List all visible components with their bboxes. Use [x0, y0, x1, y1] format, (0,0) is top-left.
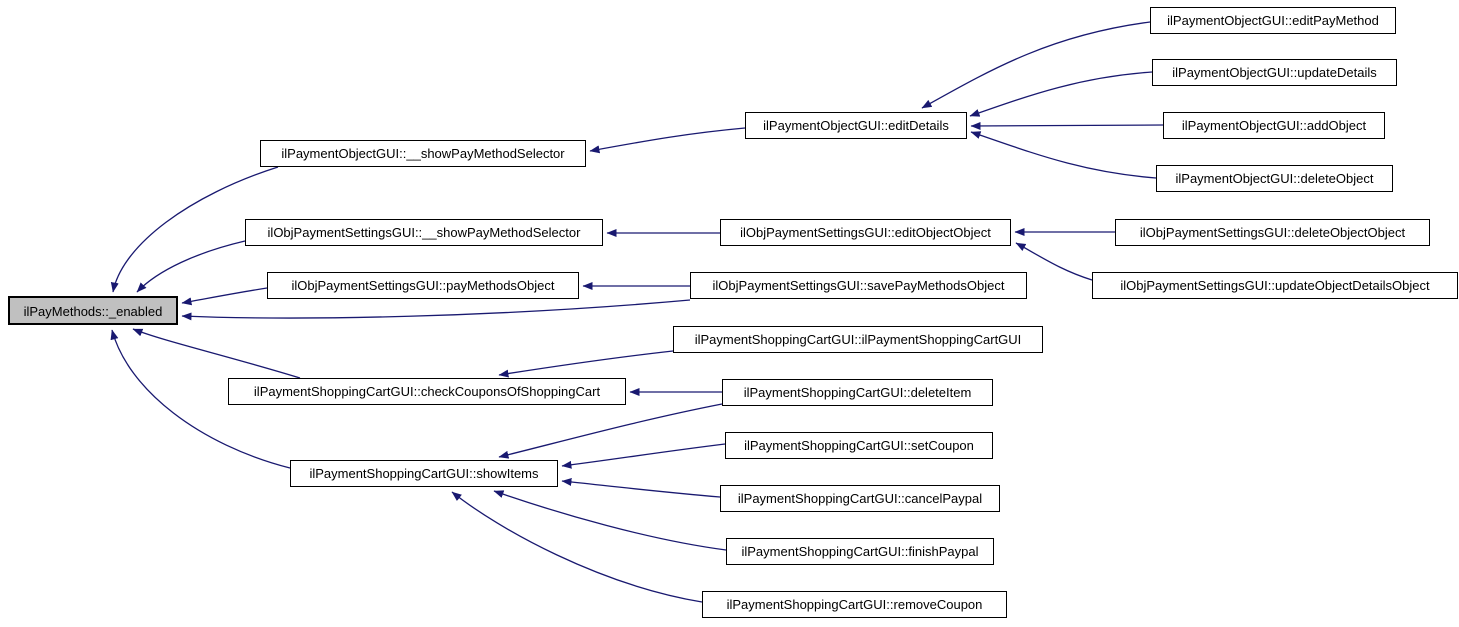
node-cancelpaypal[interactable]: ilPaymentShoppingCartGUI::cancelPaypal — [720, 485, 1000, 512]
edge-addobject-to-editdetails — [970, 121, 1164, 130]
edge-showitems-to-enabled — [110, 329, 291, 469]
edge-cancelpaypal-to-showitems — [561, 478, 721, 498]
node-po_showpms[interactable]: ilPaymentObjectGUI::__showPayMethodSelec… — [260, 140, 586, 167]
edge-ops_showpms-to-enabled — [136, 240, 246, 293]
edge-checkcoupons-to-enabled — [132, 328, 301, 379]
edge-cartctor-to-checkcoupons — [498, 350, 674, 378]
edge-removecoupon-to-showitems — [451, 491, 703, 603]
node-showitems[interactable]: ilPaymentShoppingCartGUI::showItems — [290, 460, 558, 487]
edge-deleteobject-to-editdetails — [970, 131, 1157, 179]
node-removecoupon[interactable]: ilPaymentShoppingCartGUI::removeCoupon — [702, 591, 1007, 618]
edge-setcoupon-to-showitems — [561, 443, 726, 469]
node-editobjectobj[interactable]: ilObjPaymentSettingsGUI::editObjectObjec… — [720, 219, 1011, 246]
node-deleteobjectobj[interactable]: ilObjPaymentSettingsGUI::deleteObjectObj… — [1115, 219, 1430, 246]
node-cartctor[interactable]: ilPaymentShoppingCartGUI::ilPaymentShopp… — [673, 326, 1043, 353]
node-finishpaypal[interactable]: ilPaymentShoppingCartGUI::finishPaypal — [726, 538, 994, 565]
node-updateodobj[interactable]: ilObjPaymentSettingsGUI::updateObjectDet… — [1092, 272, 1458, 299]
node-enabled: ilPayMethods::_enabled — [8, 296, 178, 325]
edge-editdetails-to-po_showpms — [589, 127, 746, 154]
node-updatedetails[interactable]: ilPaymentObjectGUI::updateDetails — [1152, 59, 1397, 86]
edge-updateodobj-to-editobjectobj — [1015, 242, 1093, 281]
edge-group — [110, 21, 1164, 603]
node-savepm[interactable]: ilObjPaymentSettingsGUI::savePayMethodsO… — [690, 272, 1027, 299]
node-editpaymethod[interactable]: ilPaymentObjectGUI::editPayMethod — [1150, 7, 1396, 34]
node-editdetails[interactable]: ilPaymentObjectGUI::editDetails — [745, 112, 967, 139]
edge-editpaymethod-to-editdetails — [921, 21, 1151, 109]
edge-po_showpms-to-enabled — [110, 166, 279, 293]
node-checkcoupons[interactable]: ilPaymentShoppingCartGUI::checkCouponsOf… — [228, 378, 626, 405]
node-deleteitem[interactable]: ilPaymentShoppingCartGUI::deleteItem — [722, 379, 993, 406]
node-setcoupon[interactable]: ilPaymentShoppingCartGUI::setCoupon — [725, 432, 993, 459]
node-deleteobject[interactable]: ilPaymentObjectGUI::deleteObject — [1156, 165, 1393, 192]
node-addobject[interactable]: ilPaymentObjectGUI::addObject — [1163, 112, 1385, 139]
edge-savepm-to-enabled — [181, 299, 691, 321]
node-paymethods[interactable]: ilObjPaymentSettingsGUI::payMethodsObjec… — [267, 272, 579, 299]
edge-finishpaypal-to-showitems — [493, 490, 727, 551]
edge-updatedetails-to-editdetails — [969, 71, 1153, 117]
node-ops_showpms[interactable]: ilObjPaymentSettingsGUI::__showPayMethod… — [245, 219, 603, 246]
edge-paymethods-to-enabled — [181, 287, 268, 306]
edge-deleteitem-to-showitems — [498, 403, 723, 459]
